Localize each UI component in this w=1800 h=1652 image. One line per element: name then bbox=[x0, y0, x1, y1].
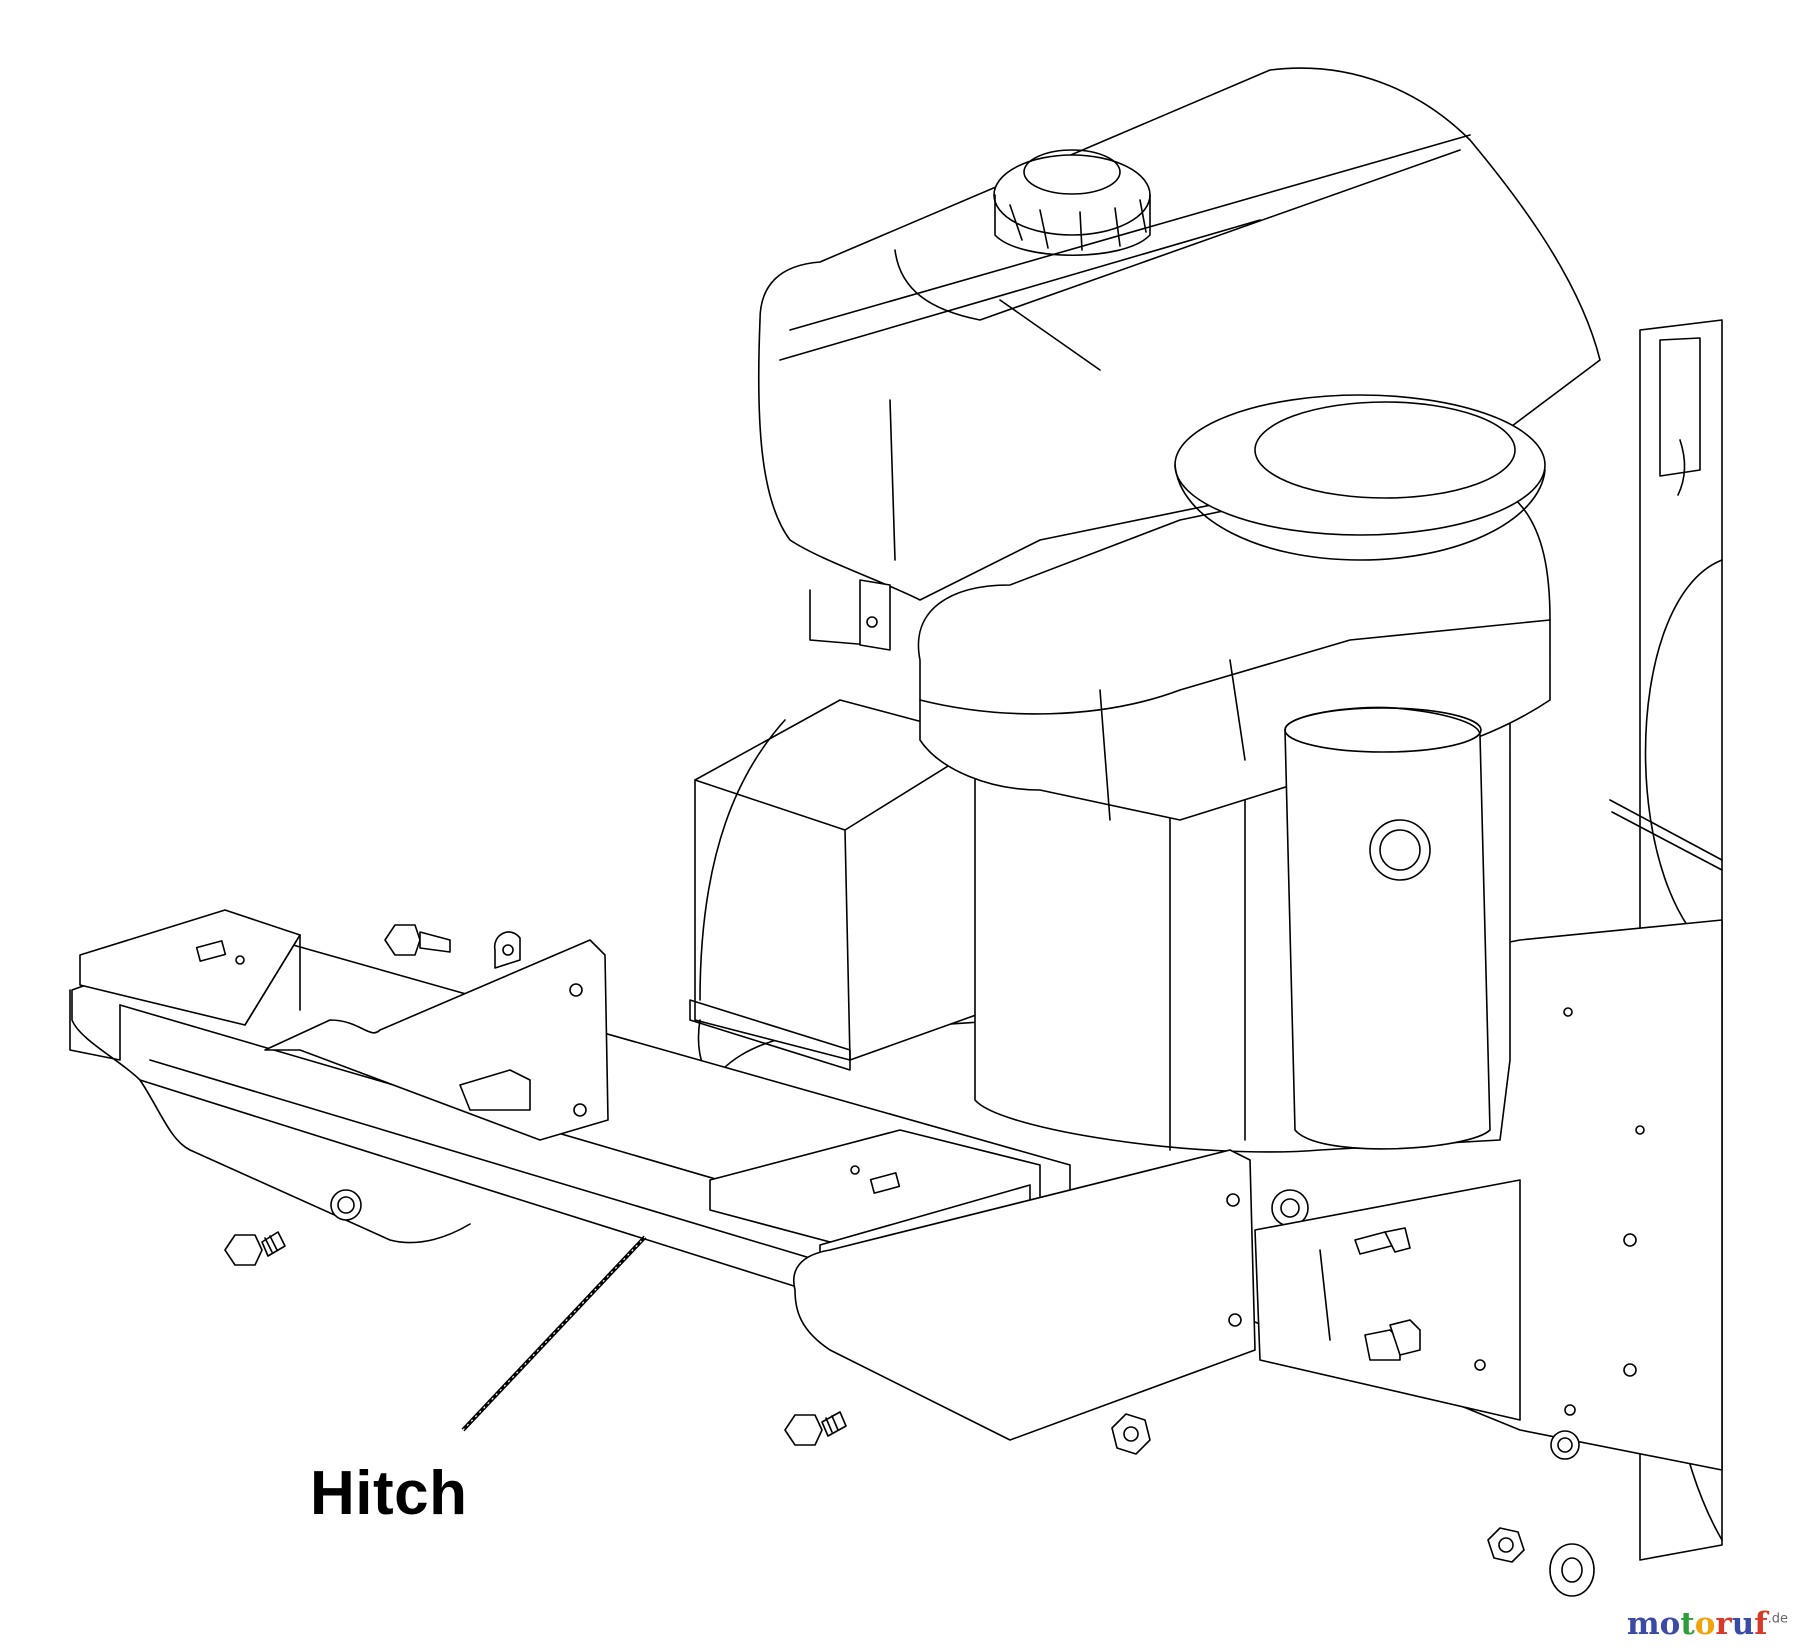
hitch-leader-line bbox=[463, 1237, 645, 1430]
watermark-char: t bbox=[1680, 1606, 1695, 1642]
watermark-char: o bbox=[1659, 1606, 1681, 1642]
watermark-char: r bbox=[1715, 1606, 1732, 1642]
callout-label-hitch: Hitch bbox=[310, 1459, 468, 1528]
watermark-char: f bbox=[1754, 1606, 1768, 1642]
watermark-char: u bbox=[1731, 1606, 1755, 1642]
battery-box bbox=[690, 700, 990, 1070]
engine bbox=[918, 395, 1550, 1152]
watermark-char: o bbox=[1694, 1606, 1716, 1642]
left-upright-plate bbox=[265, 932, 608, 1140]
watermark-char: m bbox=[1626, 1606, 1660, 1642]
watermark-suffix: .de bbox=[1767, 1611, 1788, 1627]
watermark-logo: motoruf.de bbox=[1627, 1606, 1788, 1642]
hardware bbox=[225, 925, 1594, 1596]
rear-frame-bracket bbox=[1255, 1180, 1636, 1459]
left-hitch-bracket bbox=[70, 910, 300, 1060]
